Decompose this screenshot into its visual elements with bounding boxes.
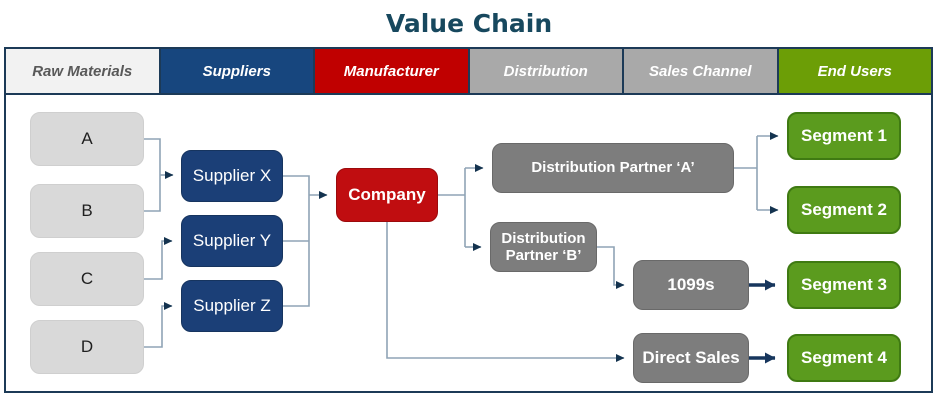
node-segment-2: Segment 2 (787, 186, 901, 234)
node-1099s: 1099s (633, 260, 749, 310)
node-distribution-partner-a: Distribution Partner ‘A’ (492, 143, 734, 193)
node-segment-1: Segment 1 (787, 112, 901, 160)
tab-raw-materials: Raw Materials (6, 49, 159, 93)
tab-manufacturer: Manufacturer (313, 49, 468, 93)
node-supplier-z: Supplier Z (181, 280, 283, 332)
tab-sales-channel: Sales Channel (622, 49, 777, 93)
tab-suppliers: Suppliers (158, 49, 313, 93)
node-raw-b: B (30, 184, 144, 238)
node-raw-a: A (30, 112, 144, 166)
tab-distribution: Distribution (467, 49, 622, 93)
node-company: Company (336, 168, 438, 222)
node-supplier-x: Supplier X (181, 150, 283, 202)
page-title: Value Chain (385, 9, 553, 38)
node-raw-d: D (30, 320, 144, 374)
node-distribution-partner-b: Distribution Partner ‘B’ (490, 222, 597, 272)
node-raw-c: C (30, 252, 144, 306)
header-tabs: Raw Materials Suppliers Manufacturer Dis… (6, 49, 931, 95)
node-segment-3: Segment 3 (787, 261, 901, 309)
tab-end-users: End Users (776, 49, 931, 93)
node-direct-sales: Direct Sales (633, 333, 749, 383)
node-supplier-y: Supplier Y (181, 215, 283, 267)
node-segment-4: Segment 4 (787, 334, 901, 382)
